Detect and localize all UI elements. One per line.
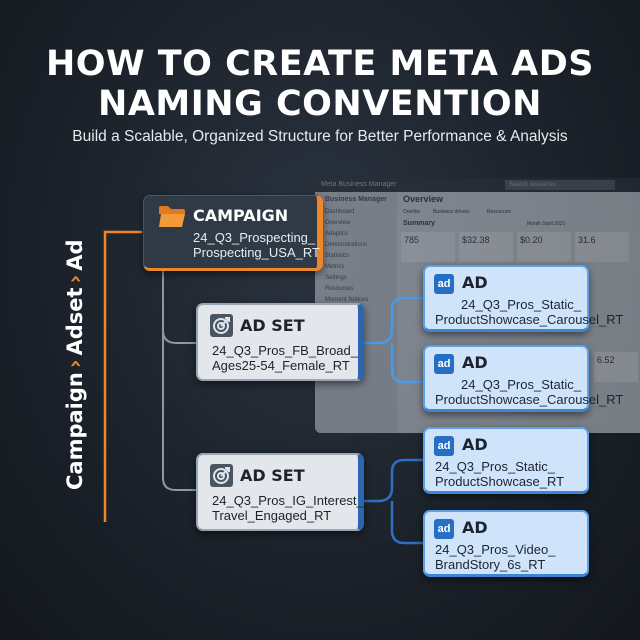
ad-name: ProductShowcase_Carousel_RT	[435, 312, 624, 327]
hierarchy-label: Campaign › Adset › Ad	[63, 239, 93, 490]
ad-card[interactable]: ad AD 24_Q3_Pros_Static_ ProductShowcase…	[423, 345, 623, 412]
menu-item: Statistics	[325, 253, 350, 259]
ad-name: 24_Q3_Pros_Static_	[461, 297, 581, 312]
adset-name: Travel_Engaged_RT	[212, 508, 332, 523]
metric-card: 6.52	[594, 352, 638, 382]
title-line-1: HOW TO CREATE META ADS	[45, 44, 595, 84]
target-icon	[210, 464, 233, 487]
adset-card[interactable]: AD SET 24_Q3_Pros_FB_Broad_ Ages25-54_Fe…	[196, 303, 364, 381]
metric-card: $32.38	[459, 232, 513, 262]
metric-card: 785	[401, 232, 455, 262]
ad-label: AD	[462, 353, 488, 372]
menu-item: Overview	[325, 220, 351, 226]
ad-icon: ad	[434, 274, 454, 294]
label-campaign: Campaign	[63, 372, 87, 490]
adset-name: 24_Q3_Pros_FB_Broad_	[212, 343, 358, 358]
campaign-name: Prospecting_USA_RT	[193, 245, 320, 260]
adset-label: AD SET	[240, 466, 305, 485]
page-title: HOW TO CREATE META ADS NAMING CONVENTION	[0, 44, 640, 124]
date-range: Month Start 2021	[527, 221, 566, 227]
adset1-connector	[363, 296, 423, 384]
dashboard-topbar: Meta Business Manager Search resources	[315, 178, 640, 192]
title-line-2: NAMING CONVENTION	[98, 84, 542, 124]
menu-item: Adaptics	[325, 231, 349, 237]
summary-heading: Summary	[403, 220, 435, 227]
ad-card[interactable]: ad AD 24_Q3_Pros_Video_ BrandStory_6s_RT	[423, 510, 589, 577]
menu-item: Moment Notices	[325, 297, 369, 303]
ad-label: AD	[462, 273, 488, 292]
folder-icon	[159, 206, 185, 227]
campaign-label: CAMPAIGN	[193, 206, 289, 225]
ad-label: AD	[462, 435, 488, 454]
dashboard-page-title: Overview	[403, 194, 444, 204]
label-adset: Adset	[63, 287, 87, 356]
ad-label: AD	[462, 518, 488, 537]
label-ad: Ad	[63, 239, 87, 271]
target-icon	[210, 314, 233, 337]
metric-card: 31.6	[575, 232, 629, 262]
ad-name: ProductShowcase_RT	[435, 474, 565, 489]
dashboard-main: Overview Overlist Business drivers Resou…	[397, 192, 640, 433]
menu-item: Metrics	[325, 264, 345, 270]
adset-name: 24_Q3_Pros_IG_Interest_	[212, 493, 364, 508]
sidebar-title: Business Manager	[325, 196, 387, 203]
tab: Resources	[487, 209, 511, 215]
menu-item: Dashboard	[325, 209, 355, 215]
separator: ›	[63, 274, 87, 284]
menu-item: Resources	[325, 286, 354, 292]
hierarchy-bracket	[103, 230, 142, 522]
menu-item: Settings	[325, 275, 347, 281]
ad-icon: ad	[434, 436, 454, 456]
ad-name: BrandStory_6s_RT	[435, 557, 546, 572]
ad-name: 24_Q3_Pros_Video_	[435, 542, 556, 557]
app-name: Meta Business Manager	[321, 181, 397, 188]
campaign-connector	[162, 271, 196, 491]
ad-card[interactable]: ad AD 24_Q3_Pros_Static_ ProductShowcase…	[423, 265, 623, 332]
tab: Business drivers	[433, 209, 470, 215]
campaign-name: 24_Q3_Prospecting_	[193, 230, 316, 245]
separator: ›	[63, 359, 87, 369]
adset2-connector	[363, 458, 423, 545]
ad-icon: ad	[434, 519, 454, 539]
adset-name: Ages25-54_Female_RT	[212, 358, 350, 373]
ad-name: ProductShowcase_Carousel_RT	[435, 392, 624, 407]
subtitle: Build a Scalable, Organized Structure fo…	[72, 128, 568, 145]
ad-card[interactable]: ad AD 24_Q3_Pros_Static_ ProductShowcase…	[423, 427, 589, 494]
ad-icon: ad	[434, 354, 454, 374]
search-box: Search resources	[505, 180, 615, 190]
ad-name: 24_Q3_Pros_Static_	[435, 459, 555, 474]
tab: Overlist	[403, 209, 420, 215]
metric-card: $0.20	[517, 232, 571, 262]
ad-name: 24_Q3_Pros_Static_	[461, 377, 581, 392]
campaign-card[interactable]: CAMPAIGN 24_Q3_Prospecting_ Prospecting_…	[143, 195, 323, 271]
adset-card[interactable]: AD SET 24_Q3_Pros_IG_Interest_ Travel_En…	[196, 453, 364, 531]
menu-item: Demonstrations	[325, 242, 368, 248]
adset-label: AD SET	[240, 316, 305, 335]
